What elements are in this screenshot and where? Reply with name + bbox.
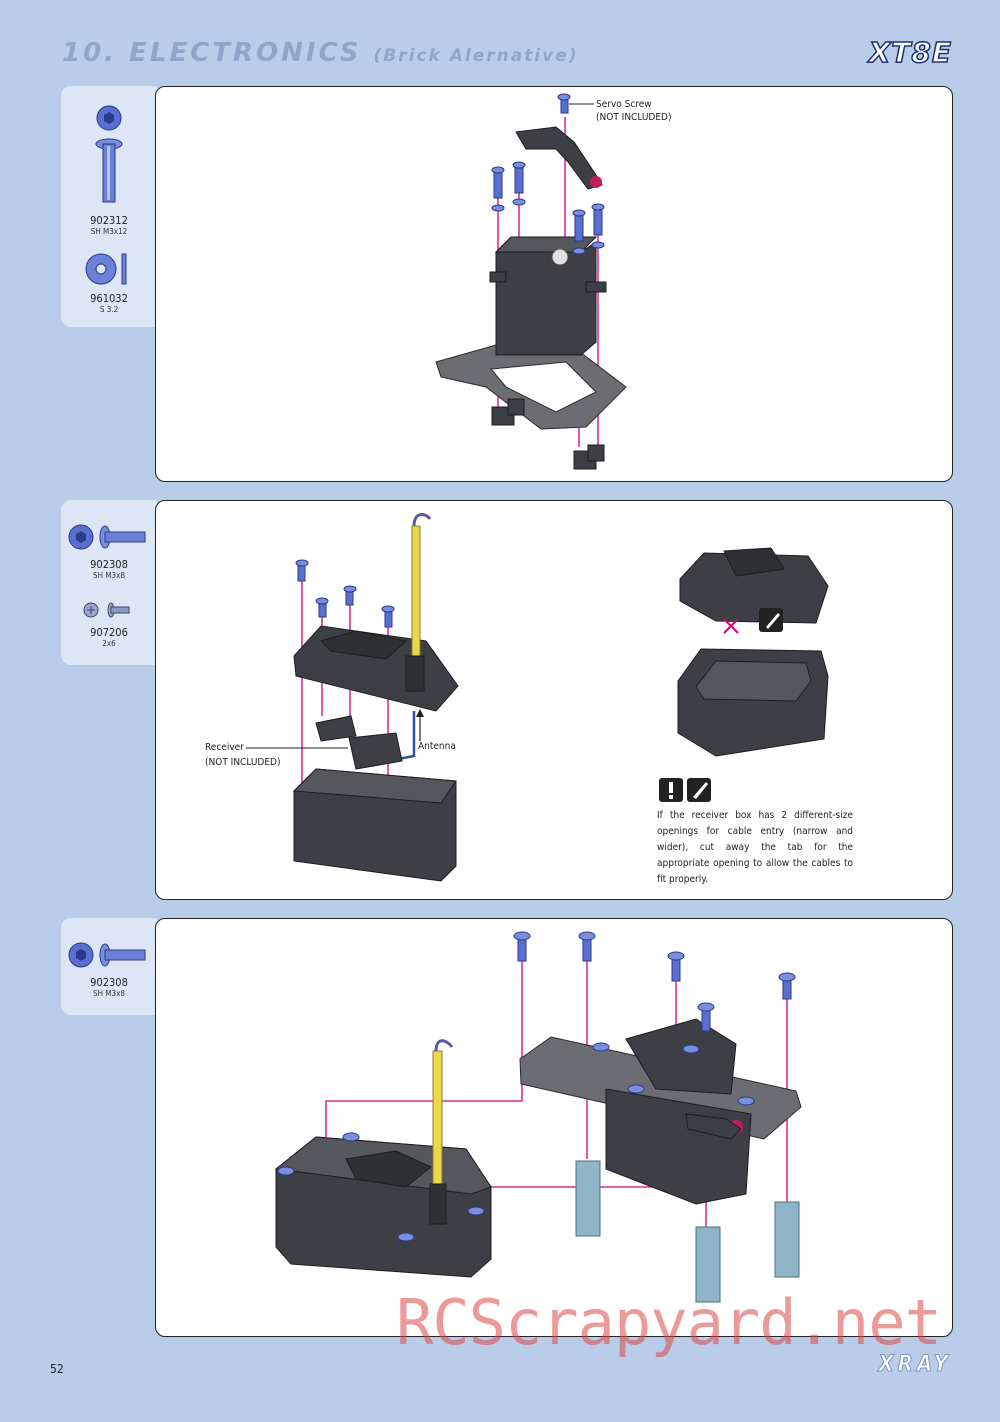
phillips-screw-icon	[83, 602, 130, 618]
part-desc: SH M3x8	[93, 571, 125, 580]
part-desc: S 3.2	[99, 305, 119, 314]
button-head-screw-icon	[95, 105, 123, 203]
part-desc: SH M3x12	[90, 227, 128, 236]
step-3-diagram-panel	[155, 918, 953, 1337]
section-subtitle: (Brick Alernative)	[373, 46, 579, 66]
xt8e-logo: XT8E	[868, 35, 952, 70]
receiver-not-included-label: (NOT INCLUDED)	[205, 757, 281, 768]
servo-mount-diagram	[435, 93, 627, 470]
button-head-screw-icon	[68, 524, 146, 550]
page-number: 52	[50, 1362, 64, 1376]
servo-screw-not-included-label: (NOT INCLUDED)	[596, 112, 672, 123]
part-code: 961032	[90, 292, 128, 305]
receiver-label: Receiver	[205, 742, 244, 753]
section-title-text: 10. ELECTRONICS	[62, 38, 362, 68]
part-code: 902312	[90, 214, 128, 227]
xray-logo: XRAY	[878, 1352, 952, 1378]
step-2-parts-panel: 902308 SH M3x8 907206 2x6	[61, 500, 157, 665]
receiver-box-diagram	[246, 513, 829, 882]
part-desc: SH M3x8	[93, 989, 125, 998]
servo-screw-label: Servo Screw	[596, 99, 652, 110]
antenna-label: Antenna	[418, 741, 456, 752]
step-3-parts-panel: 902308 SH M3x8	[61, 918, 157, 1015]
final-assembly-diagram	[274, 931, 802, 1303]
step-1-diagram-panel: Servo Screw (NOT INCLUDED)	[155, 86, 953, 482]
part-907206: 907206 2x6	[61, 598, 157, 648]
cut-tool-icon	[687, 778, 711, 802]
watermark: RCScrapyard.net	[396, 1286, 942, 1359]
part-desc: 2x6	[102, 639, 116, 648]
part-code: 902308	[90, 558, 128, 571]
part-902308: 902308 SH M3x8	[61, 520, 157, 580]
part-code: 902308	[90, 976, 128, 989]
step-2-diagram-panel: Receiver (NOT INCLUDED) Antenna If the r…	[155, 500, 953, 900]
part-961032: 961032 S 3.2	[61, 250, 157, 314]
washer-icon	[85, 253, 127, 285]
part-902312: 902312 SH M3x12	[61, 104, 157, 236]
button-head-screw-icon	[68, 942, 146, 968]
cable-opening-note: If the receiver box has 2 different-size…	[657, 810, 853, 885]
section-title: 10. ELECTRONICS (Brick Alernative)	[62, 38, 579, 68]
step-1-parts-panel: 902312 SH M3x12 961032 S 3.2	[61, 86, 157, 327]
part-902308: 902308 SH M3x8	[61, 938, 157, 998]
part-code: 907206	[90, 626, 128, 639]
